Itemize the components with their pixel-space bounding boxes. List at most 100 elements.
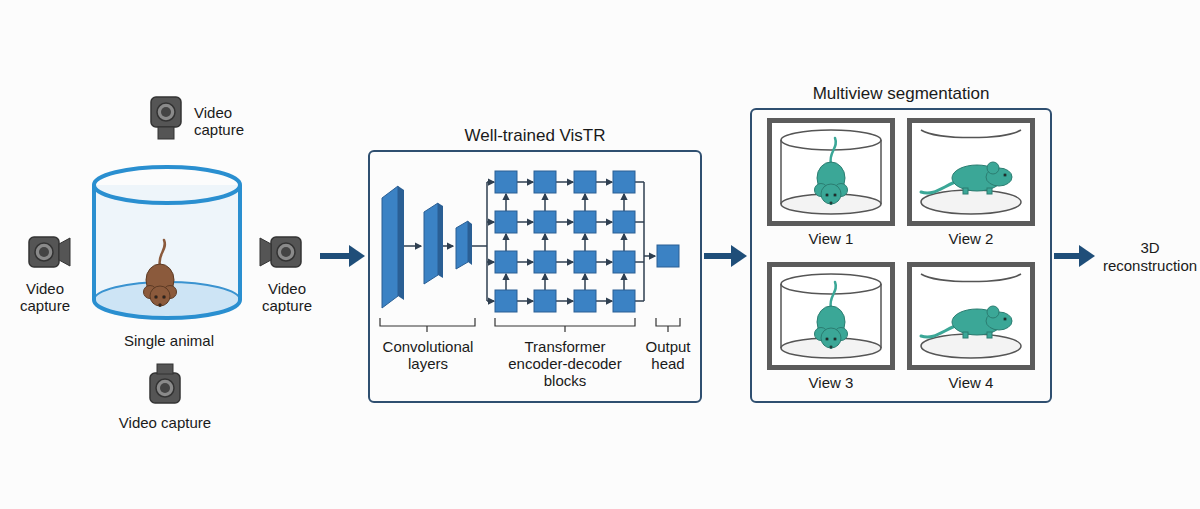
drawing-part bbox=[271, 237, 301, 267]
node-text: Single animal bbox=[20, 332, 318, 350]
transformer-block bbox=[495, 251, 517, 273]
enclosure-cylinder bbox=[94, 167, 240, 318]
transformer-block bbox=[534, 211, 556, 233]
arrow-line bbox=[505, 194, 507, 211]
transformer-block bbox=[495, 290, 517, 312]
flow-arrow bbox=[704, 245, 747, 267]
arrow-line bbox=[544, 194, 546, 211]
arrow-line bbox=[544, 234, 546, 251]
arrow-line bbox=[556, 300, 573, 302]
arrow-line bbox=[596, 181, 612, 183]
arrow-line bbox=[584, 194, 586, 211]
box-title: Well-trained VisTR bbox=[370, 126, 700, 146]
part-label: Output head bbox=[636, 338, 700, 372]
arrow-line bbox=[584, 234, 586, 251]
arrow-line bbox=[584, 274, 586, 290]
flow-arrow bbox=[320, 245, 365, 267]
segmentation-box: Multiview segmentationView 1View 2View 3… bbox=[750, 108, 1052, 403]
panel-frame bbox=[907, 118, 1035, 226]
view-panel: View 2 bbox=[907, 118, 1035, 250]
drawing-part bbox=[404, 245, 421, 247]
arrow-line bbox=[556, 261, 573, 263]
mouse-silhouette bbox=[921, 162, 1012, 194]
transformer-block bbox=[495, 171, 517, 193]
drawing-part bbox=[456, 221, 468, 269]
transformer-block bbox=[574, 290, 596, 312]
arrow-line bbox=[517, 261, 533, 263]
flow-arrow bbox=[1054, 245, 1095, 267]
drawing-part bbox=[157, 364, 173, 374]
arrow-head bbox=[1079, 245, 1095, 267]
brackets bbox=[380, 318, 680, 332]
view-panel: View 4 bbox=[907, 262, 1035, 394]
view-frame bbox=[767, 262, 895, 370]
drawing-part bbox=[150, 373, 180, 403]
arrow-line bbox=[596, 300, 612, 302]
transformer-block bbox=[613, 290, 635, 312]
panel-ground bbox=[772, 267, 890, 365]
part-label: Transformer encoder-decoder blocks bbox=[496, 338, 634, 389]
conv-layers bbox=[382, 186, 472, 308]
setup-area: Single animal bbox=[20, 165, 318, 350]
drawing-part bbox=[260, 238, 271, 266]
drawing-part bbox=[94, 167, 240, 203]
output-head-block bbox=[657, 245, 679, 267]
transformer-grid bbox=[472, 171, 655, 312]
bus-line bbox=[635, 221, 644, 223]
panel-frame bbox=[907, 262, 1035, 370]
arrow-shaft bbox=[1054, 253, 1081, 259]
view-label: View 3 bbox=[767, 374, 895, 392]
part-label: Convolutional layers bbox=[376, 338, 480, 372]
view-panel: View 1 bbox=[767, 118, 895, 250]
arrow-line bbox=[596, 221, 612, 223]
output-text: 3D reconstruction bbox=[1098, 239, 1200, 275]
box-title: Multiview segmentation bbox=[752, 84, 1050, 104]
camera-label: Video capture bbox=[9, 280, 81, 314]
transformer-block bbox=[534, 171, 556, 193]
view-frame bbox=[907, 262, 1035, 370]
drawing-part bbox=[398, 186, 404, 300]
transformer-block bbox=[613, 251, 635, 273]
view-label: View 4 bbox=[907, 374, 1035, 392]
arrow-line bbox=[517, 221, 533, 223]
drawing-part bbox=[443, 245, 453, 247]
transformer-block bbox=[574, 171, 596, 193]
mouse-silhouette bbox=[815, 282, 848, 349]
arrow-line bbox=[544, 274, 546, 290]
transformer-block bbox=[574, 251, 596, 273]
panel-ground bbox=[912, 123, 1030, 221]
cylinder-outline bbox=[921, 274, 1021, 282]
drawing-part bbox=[382, 186, 398, 308]
arrow-line bbox=[596, 261, 612, 263]
panel-frame bbox=[767, 118, 895, 226]
transformer-block bbox=[534, 290, 556, 312]
cylinder-outline bbox=[921, 334, 1021, 358]
panel-ground bbox=[772, 123, 890, 221]
view-frame bbox=[767, 118, 895, 226]
panel-ground bbox=[912, 267, 1030, 365]
arrow-line bbox=[517, 181, 533, 183]
camera-label: Video capture bbox=[100, 414, 230, 431]
cylinder-outline bbox=[781, 274, 881, 294]
arrow-line bbox=[505, 274, 507, 290]
cylinder-outline bbox=[921, 190, 1021, 214]
arrow-line bbox=[644, 255, 655, 257]
mouse-silhouette bbox=[921, 306, 1012, 338]
arrow-head bbox=[731, 245, 747, 267]
bus-line bbox=[643, 182, 645, 301]
bus-line bbox=[635, 181, 644, 183]
camera-label: Video capture bbox=[194, 104, 264, 138]
bus-line bbox=[635, 300, 644, 302]
arrow-shaft bbox=[320, 253, 351, 259]
transformer-block bbox=[574, 211, 596, 233]
arrow-head bbox=[349, 245, 365, 267]
drawing-part bbox=[151, 97, 181, 127]
transformer-block bbox=[613, 211, 635, 233]
drawing-part bbox=[59, 238, 70, 266]
mouse-illustration bbox=[144, 240, 177, 307]
view-label: View 1 bbox=[767, 230, 895, 248]
